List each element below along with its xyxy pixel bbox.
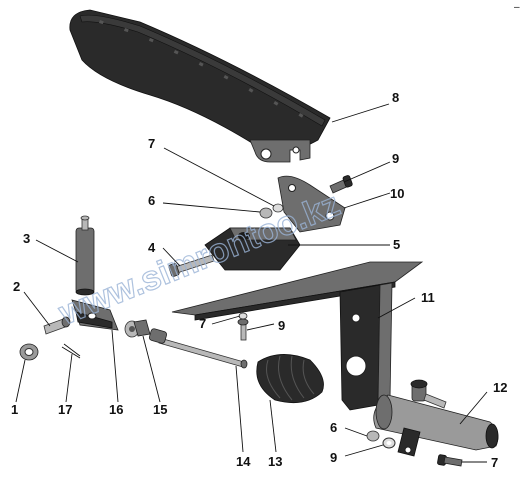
leader-lines	[15, 103, 488, 463]
callout-7c: 7	[491, 455, 498, 470]
callout-16: 16	[109, 402, 123, 417]
callout-labels: 8 7 9 10 6 4 5 3 11 7 9 2 12 6 9 7 14 13…	[11, 90, 507, 470]
push-rod	[148, 328, 248, 369]
clevis	[71, 299, 119, 331]
callout-5: 5	[393, 237, 400, 252]
callout-4: 4	[148, 240, 156, 255]
callout-10: 10	[390, 186, 404, 201]
washer-lower-plate	[238, 312, 248, 320]
washer-top	[272, 203, 284, 213]
bolt-4	[168, 254, 215, 277]
callout-3: 3	[23, 231, 30, 246]
nut-top	[259, 207, 273, 219]
callout-17: 17	[58, 402, 72, 417]
lever-bracket	[277, 175, 346, 233]
bolt-lower-plate	[237, 318, 249, 341]
bolt-bottom	[437, 454, 463, 467]
pivot-housing	[204, 227, 301, 271]
clevis-pin	[43, 316, 71, 335]
corner-mark: –	[514, 2, 520, 13]
callout-9b: 9	[278, 318, 285, 333]
cotter-pin	[61, 343, 81, 359]
callout-12: 12	[493, 380, 507, 395]
callout-15: 15	[153, 402, 167, 417]
callout-7b: 7	[199, 316, 206, 331]
callout-9c: 9	[330, 450, 337, 465]
callout-9a: 9	[392, 151, 399, 166]
callout-8: 8	[392, 90, 399, 105]
nut-bottom	[366, 430, 380, 442]
rubber-boot	[256, 354, 324, 404]
callout-2: 2	[13, 279, 20, 294]
bolt-top	[329, 175, 353, 194]
callout-14: 14	[236, 454, 251, 469]
washer-1	[19, 343, 39, 361]
master-cylinder	[373, 379, 499, 457]
callout-6a: 6	[148, 193, 155, 208]
callout-11: 11	[421, 290, 435, 305]
callout-13: 13	[268, 454, 282, 469]
callout-7a: 7	[148, 136, 155, 151]
washer-bottom	[382, 437, 396, 449]
mounting-plate	[171, 261, 424, 411]
pedal-lever	[69, 9, 331, 163]
callout-6b: 6	[330, 420, 337, 435]
callout-1: 1	[11, 402, 18, 417]
